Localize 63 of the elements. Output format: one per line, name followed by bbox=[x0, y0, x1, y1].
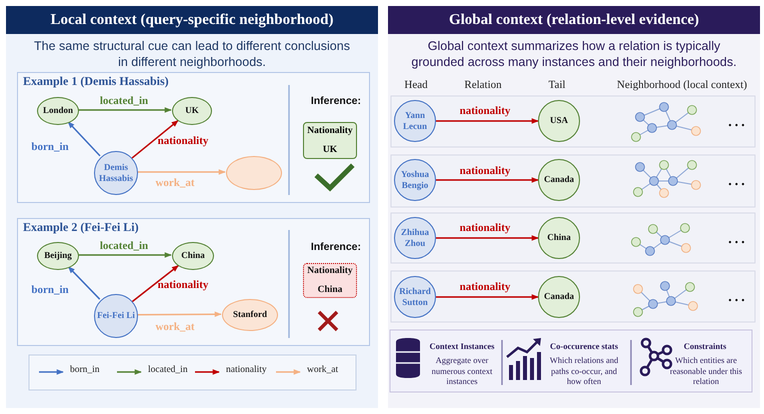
inference-heading: Inference: bbox=[310, 95, 361, 107]
column-header: Tail bbox=[548, 79, 566, 91]
ellipsis: ... bbox=[728, 232, 748, 248]
edge-label: nationality bbox=[158, 279, 208, 291]
edge-label: nationality bbox=[460, 222, 510, 234]
panel-subtitle: Global context summarizes how a relation is typically grounded across many instances and their neighborhoods. bbox=[410, 39, 738, 70]
column-header: Neighborhood (local context) bbox=[616, 79, 748, 91]
legend-label: born_in bbox=[70, 365, 100, 375]
entity-ellipse: Beijing bbox=[37, 242, 79, 270]
summary-title: Co-occurence stats bbox=[550, 341, 618, 351]
legend-label: work_at bbox=[307, 365, 338, 375]
edge-label: work_at bbox=[155, 177, 195, 189]
legend-label: nationality bbox=[226, 365, 267, 375]
edge-label: located_in bbox=[100, 95, 148, 107]
example-panel bbox=[17, 72, 370, 203]
edge-label: born_in bbox=[31, 284, 69, 296]
arrow bbox=[78, 252, 172, 258]
arrow bbox=[436, 118, 539, 124]
arrow bbox=[132, 265, 179, 302]
summary-text: Which relations and paths co-occur, and how often bbox=[548, 355, 620, 387]
edge-label: nationality bbox=[460, 281, 510, 293]
edge-label: located_in bbox=[100, 240, 148, 252]
ellipsis: ... bbox=[728, 174, 748, 190]
arrow bbox=[68, 121, 101, 156]
arrow bbox=[436, 294, 539, 300]
example-panel bbox=[17, 218, 370, 346]
column-header: Head bbox=[404, 79, 428, 91]
panel bbox=[6, 6, 378, 408]
column-header: Relation bbox=[464, 79, 502, 91]
summary-text: Which entities are reasonable under this relation bbox=[668, 355, 744, 387]
arrow bbox=[436, 177, 539, 183]
edge-label: work_at bbox=[155, 321, 195, 333]
entity-circle: Demis Hassabis bbox=[94, 151, 138, 195]
inference-box: Nationality UK bbox=[303, 122, 357, 159]
entity-ellipse: London bbox=[37, 97, 79, 125]
arrow bbox=[68, 266, 100, 300]
inference-box: Nationality China bbox=[303, 263, 357, 298]
edge-label: nationality bbox=[460, 165, 510, 177]
summary-title: Context Instances bbox=[430, 341, 494, 351]
entity-ellipse: Stanford bbox=[222, 299, 278, 331]
example-heading: Example 1 (Demis Hassabis) bbox=[23, 74, 169, 89]
inference-heading: Inference: bbox=[310, 241, 361, 253]
edge-label: nationality bbox=[158, 135, 208, 147]
ellipse bbox=[226, 156, 282, 190]
arrow bbox=[137, 311, 222, 318]
ellipsis: ... bbox=[728, 115, 748, 131]
arrow bbox=[436, 235, 539, 241]
panel-header: Local context (query-specific neighborhood) bbox=[6, 6, 378, 34]
entity-ellipse: China bbox=[172, 242, 214, 270]
arrow bbox=[132, 120, 179, 159]
arrow bbox=[137, 169, 226, 175]
arrow bbox=[78, 107, 172, 113]
summary-title: Constraints bbox=[684, 341, 726, 351]
summary-text: Aggregate over numerous context instances bbox=[430, 355, 494, 387]
edge-label: born_in bbox=[31, 141, 69, 153]
entity-circle: Fei-Fei Li bbox=[94, 294, 138, 338]
entity-ellipse: UK bbox=[172, 97, 212, 125]
example-heading: Example 2 (Fei-Fei Li) bbox=[23, 220, 139, 235]
panel-subtitle: The same structural cue can lead to different conclusions in different neighborhoods. bbox=[33, 39, 351, 70]
legend-label: located_in bbox=[148, 365, 188, 375]
ellipsis: ... bbox=[728, 290, 748, 306]
panel-header: Global context (relation-level evidence) bbox=[388, 6, 760, 34]
edge-label: nationality bbox=[460, 105, 510, 117]
